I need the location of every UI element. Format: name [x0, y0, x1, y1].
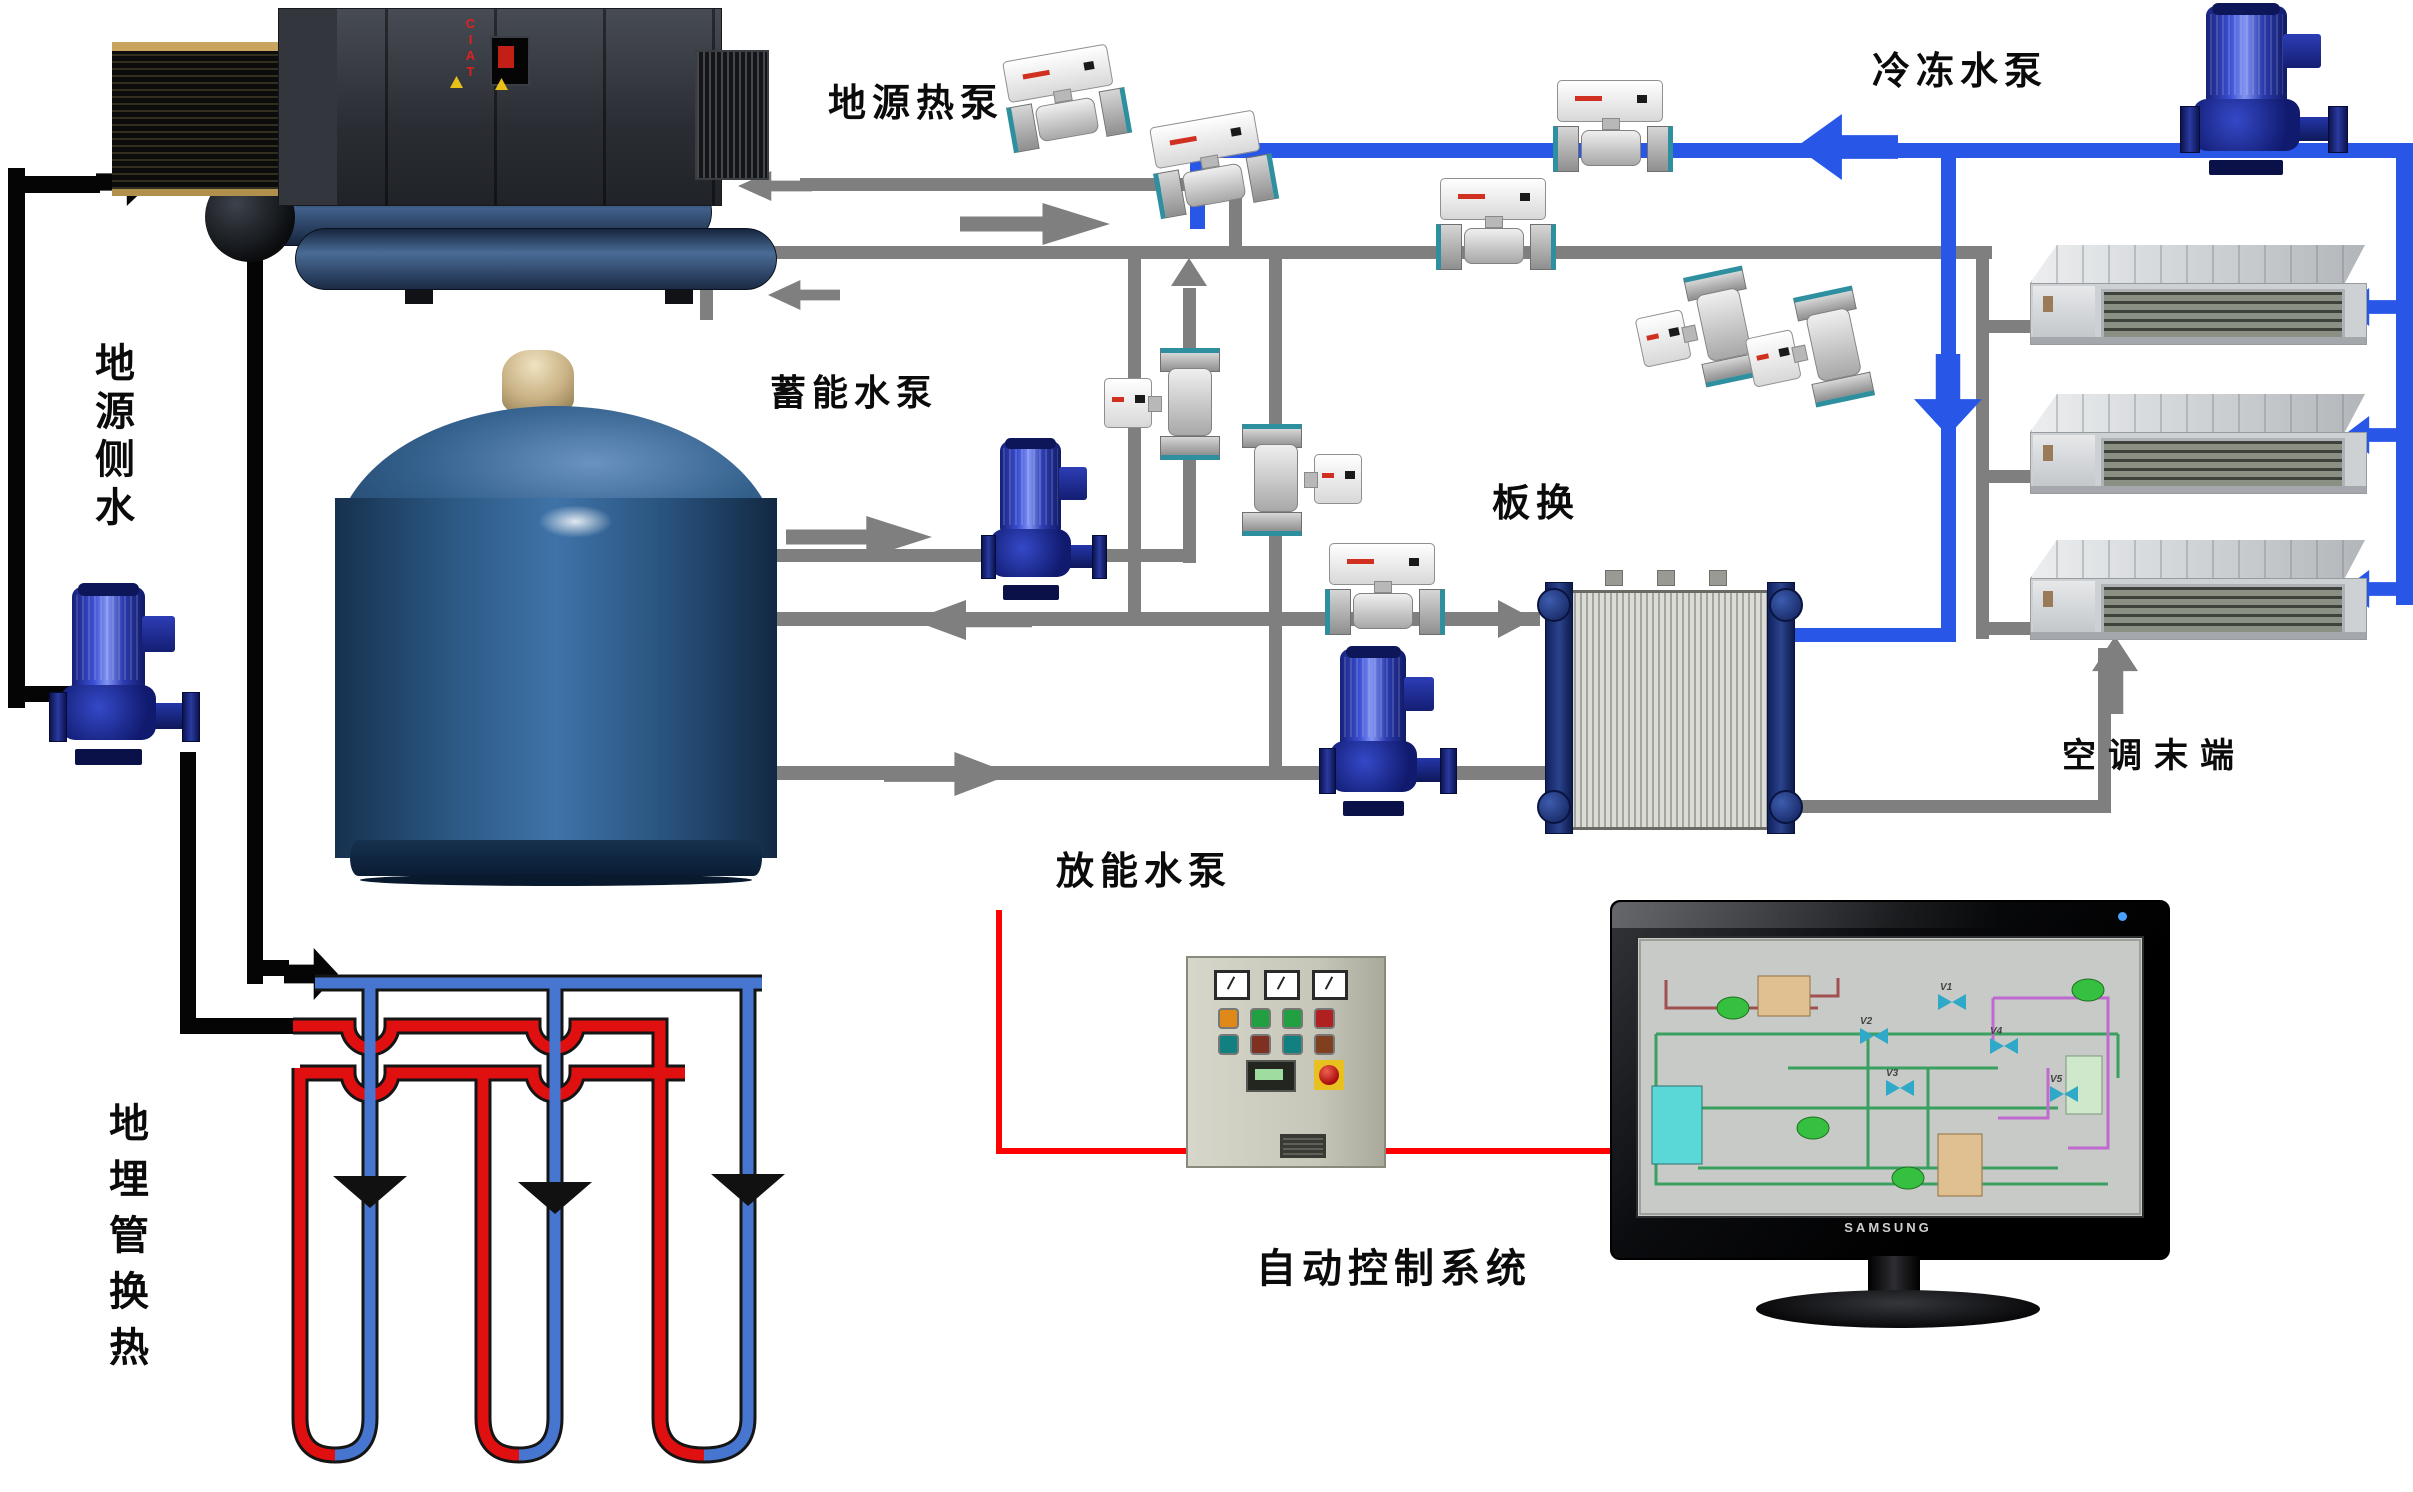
label-buried-pipe-heat-exchange: 地埋管换热 [103, 1102, 147, 1382]
hx-port-icon [1769, 790, 1803, 824]
ground-loop-heat-exchanger [291, 974, 785, 1464]
pipe-chilled-right-trunk-v [2396, 143, 2413, 605]
motorized-valve [998, 43, 1133, 154]
monitor-stand-base [1756, 1290, 2040, 1328]
control-cabinet [1186, 956, 1386, 1168]
scada-valve-label: V1 [1940, 982, 1953, 993]
pipe-black-pump-bot-h [180, 1018, 298, 1034]
label-heat-pump: 地源热泵 [828, 83, 1005, 125]
indicator-lamp-icon [1218, 1008, 1239, 1029]
machine-leg-1 [405, 286, 433, 304]
ground-source-heat-pump-unit: CIAT [105, 2, 785, 307]
pipe-black-left-v [8, 168, 25, 708]
pipe-black-pump-v [180, 752, 196, 1034]
fan-coil-unit-2 [2030, 394, 2367, 499]
pump-chilled-water [2179, 3, 2349, 175]
pipe-top-return-h [800, 178, 1242, 191]
pipe-chilled-main-h [1190, 143, 2402, 158]
monitor-brand-logo: SAMSUNG [1844, 1220, 1932, 1235]
label-plate-heat-exchanger: 板换 [1492, 483, 1581, 525]
label-storage-pump: 蓄能水泵 [770, 372, 939, 413]
hx-port-icon [1537, 790, 1571, 824]
motorized-valve [1145, 109, 1280, 220]
tank-shadow [360, 874, 752, 886]
scada-valve-label: V4 [1990, 1026, 2003, 1037]
label-ac-terminal: 空调末端 [2062, 737, 2246, 775]
plate-heat-exchanger [1537, 570, 1803, 836]
pipe-fancoil-stub-2 [1989, 470, 2031, 483]
hx-port-icon [1769, 588, 1803, 622]
power-led-icon [2118, 912, 2127, 921]
pipe-black-machine-v [247, 258, 263, 984]
flow-arrow-left-hx-supply-icon [912, 600, 1032, 640]
panel-meter-icon [1264, 970, 1300, 1000]
pipe-fancoil-stub-3 [1989, 622, 2031, 635]
motorized-valve-hx-supply [1325, 543, 1445, 635]
signal-line-h1 [996, 1148, 1192, 1154]
machine-display-panel [490, 36, 530, 86]
pipe-black-left-top-h [20, 176, 100, 193]
indicator-lamp-icon [1314, 1034, 1335, 1055]
tank-base [350, 840, 762, 876]
cabinet-display [1246, 1060, 1296, 1092]
flow-arrow-left-chilled-icon [1796, 114, 1898, 180]
buffer-tank [330, 348, 790, 888]
indicator-lamp-icon [1250, 1008, 1271, 1029]
label-source-side-water: 地源侧水 [89, 342, 133, 534]
fan-coil-unit-3 [2030, 540, 2367, 645]
monitor-screen: V1 V2 V3 V4 V5 [1636, 936, 2144, 1218]
machine-brand-logo: CIAT [463, 16, 478, 80]
label-discharge-pump: 放能水泵 [1056, 851, 1233, 893]
motorized-valve-chilled-main [1553, 80, 1673, 172]
label-chilled-water-pump: 冷冻水泵 [1872, 51, 2049, 93]
motorized-valve-riser-2 [1240, 424, 1362, 536]
hx-plate-pack [1567, 590, 1779, 830]
emergency-stop-button [1314, 1060, 1344, 1090]
machine-leg-2 [665, 286, 693, 304]
indicator-lamp-icon [1250, 1034, 1271, 1055]
indicator-lamp-icon [1314, 1008, 1335, 1029]
flow-arrow-right-discharge-icon [884, 752, 1012, 796]
scada-valve-label: V3 [1886, 1068, 1899, 1079]
pipe-fancoil-stub-1 [1989, 320, 2031, 333]
label-auto-control-system: 自动控制系统 [1256, 1247, 1532, 1291]
machine-right-grille [695, 50, 769, 180]
pump-energy-storage [980, 438, 1108, 600]
motorized-valve-source-main [1436, 178, 1556, 270]
signal-line-v [996, 910, 1002, 1154]
flow-arrow-down-chilled-icon [1914, 354, 1982, 436]
pump-source-side [49, 583, 200, 765]
scada-diagram: V1 V2 V3 V4 V5 [1638, 938, 2142, 1216]
scada-valve-label: V5 [2050, 1074, 2063, 1085]
pipe-riser-v1 [1128, 259, 1141, 625]
flow-arrow-up-riser-icon [1171, 258, 1207, 286]
pipe-hx-return-h [1790, 800, 2111, 813]
pipe-black-machine-elbow-h [247, 960, 289, 976]
panel-meter-icon [1214, 970, 1250, 1000]
machine-condenser-grille [112, 42, 278, 196]
fan-coil-unit-1 [2030, 245, 2367, 350]
flow-arrow-right-main-icon [960, 203, 1110, 245]
pipe-chilled-hx-h [1772, 628, 1948, 642]
tank-body [335, 498, 777, 858]
signal-line-h2 [1383, 1148, 1625, 1154]
pipe-fancoil-trunk-v [1976, 259, 1989, 639]
indicator-lamp-icon [1218, 1034, 1239, 1055]
scada-valve-label: V2 [1860, 1016, 1873, 1027]
motorized-valve [1738, 285, 1877, 414]
indicator-lamp-icon [1282, 1034, 1303, 1055]
pump-energy-discharge [1319, 646, 1457, 816]
cabinet-vent [1280, 1134, 1326, 1158]
pipe-source-main-h [700, 246, 1992, 259]
motorized-valve-riser-1 [1104, 348, 1224, 460]
flow-arrow-into-hx-icon [1498, 600, 1534, 638]
hx-port-icon [1537, 588, 1571, 622]
pipe-storage-h [720, 549, 1196, 562]
scada-monitor: V1 V2 V3 V4 V5 SAMSUNG [1610, 900, 2170, 1330]
tank-top-valve-icon [502, 350, 574, 412]
panel-meter-icon [1312, 970, 1348, 1000]
indicator-lamp-icon [1282, 1008, 1303, 1029]
machine-barrel-2 [295, 228, 777, 290]
